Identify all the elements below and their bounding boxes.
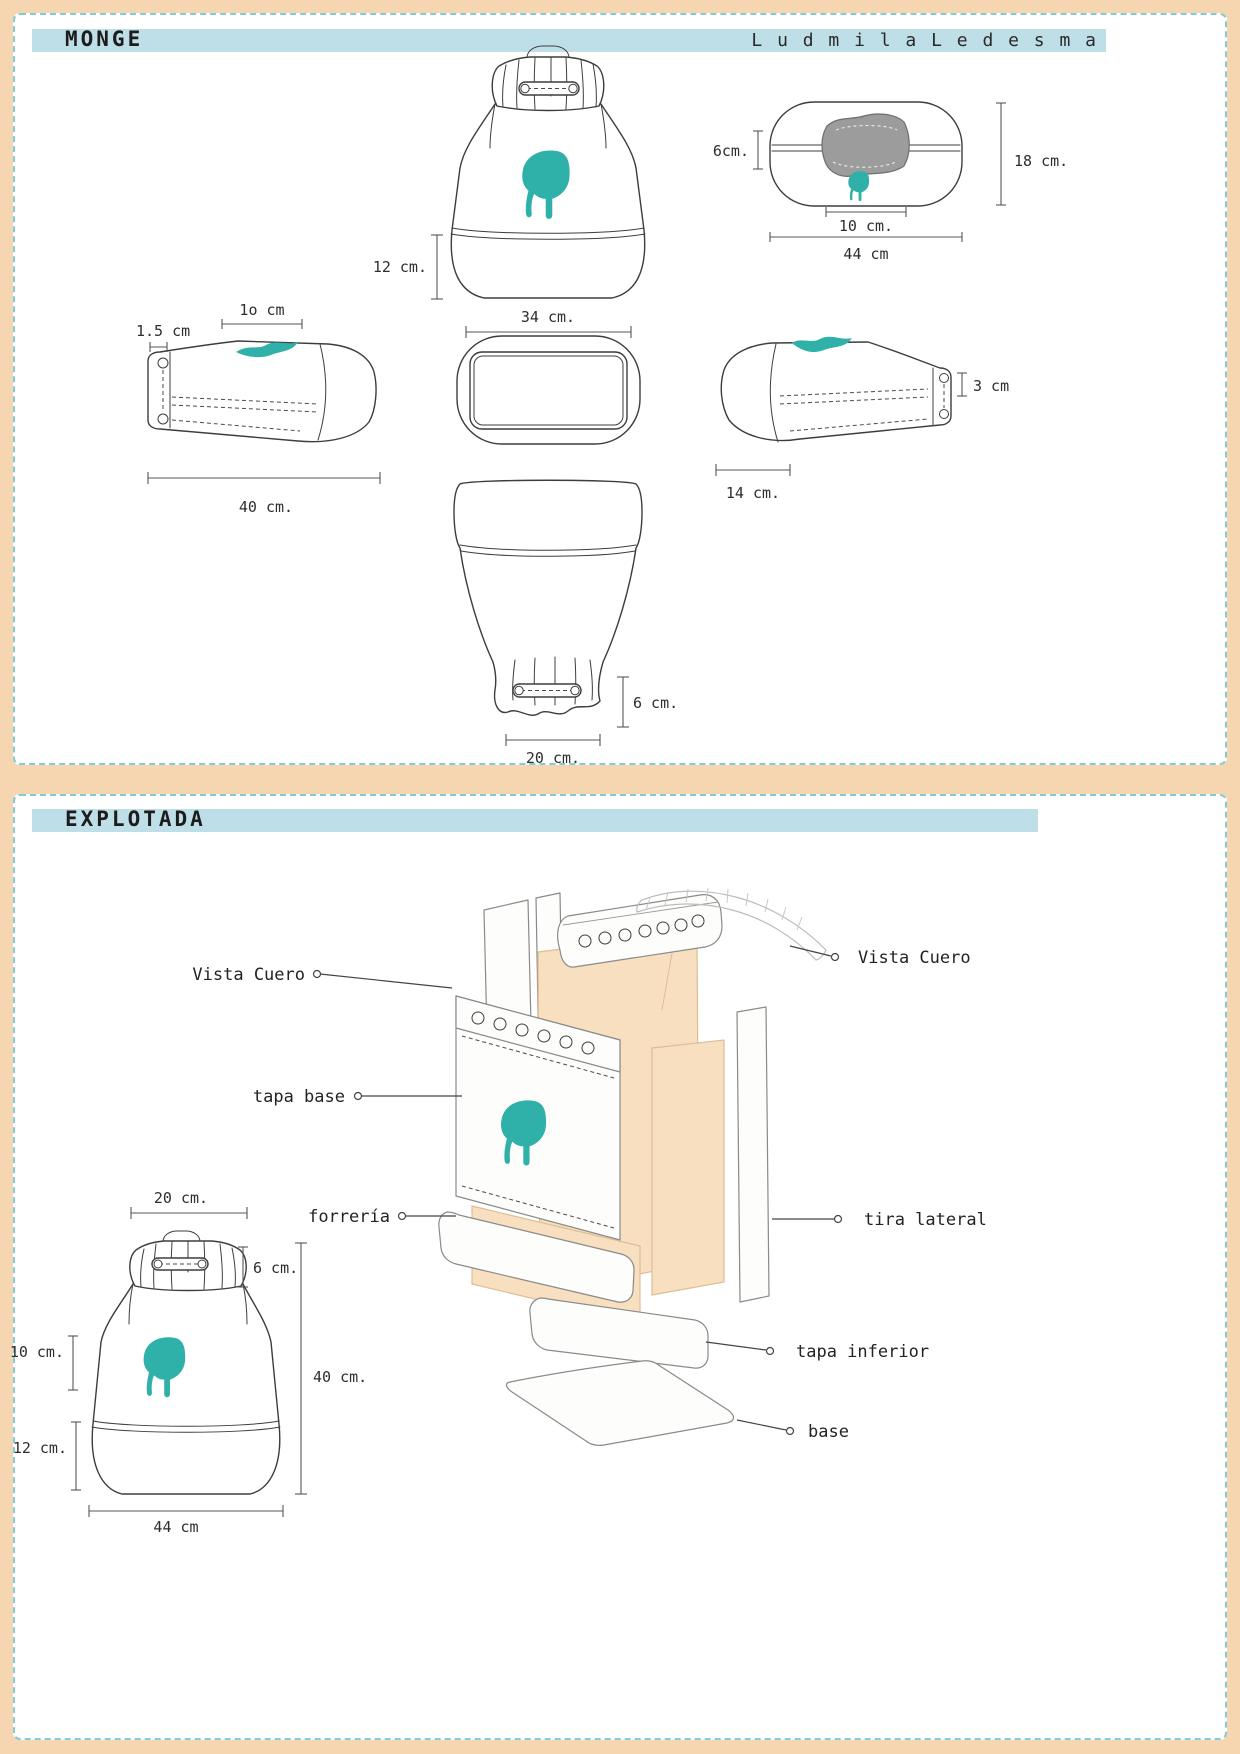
panel-explotada: EXPLOTADA [13, 794, 1227, 1740]
author-name: L u d m i l a L e d e s m a [751, 30, 1098, 51]
section-title-monge: MONGE [65, 27, 144, 51]
panel-monge: MONGE L u d m i l a L e d e s m a [13, 13, 1227, 765]
section-header-explotada: EXPLOTADA [32, 807, 1038, 832]
section-title-explotada: EXPLOTADA [65, 807, 206, 831]
section-header-monge: MONGE L u d m i l a L e d e s m a [32, 27, 1106, 52]
